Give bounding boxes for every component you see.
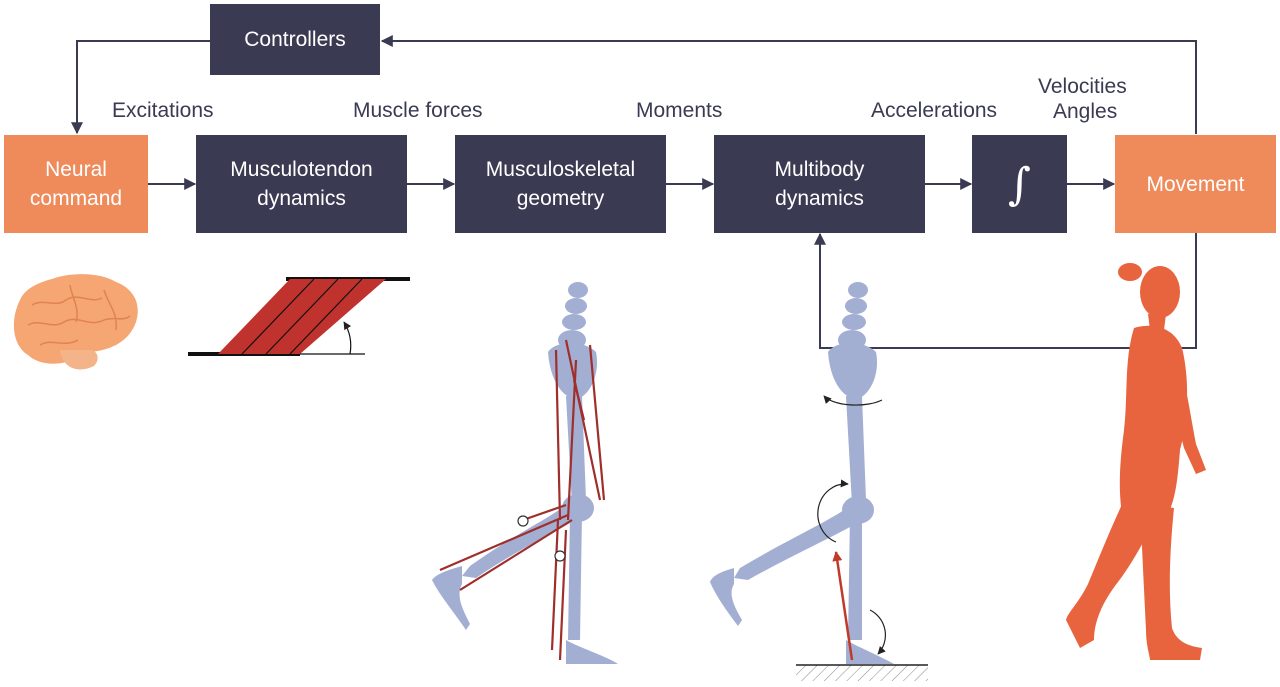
velocities-label: Velocities [1038,75,1127,98]
neural-command-label-line2: command [29,187,123,210]
movement-box: Movement [1115,135,1276,233]
multibody-dynamics-box: Multibody dynamics [714,135,925,233]
flow-arrows [71,35,1197,349]
controllers-box: Controllers [210,4,380,75]
muscle-fiber-icon [188,277,410,356]
accelerations-label: Accelerations [871,99,998,122]
feedback-movement-to-multibody [814,232,1197,349]
musculotendon-label-line2: dynamics [257,187,346,210]
musculoskeletal-geometry-box: Musculoskeletal geometry [455,135,666,233]
feedback-movement-to-controllers [380,35,1197,134]
muscle-forces-label: Muscle forces [353,99,483,122]
musculoskeletal-label-line2: geometry [516,187,605,210]
integral-icon: ∫ [1008,158,1031,210]
excitations-label: Excitations [112,99,214,122]
controllers-label: Controllers [244,28,346,51]
multibody-label-line2: dynamics [775,187,864,210]
integrator-box: ∫ [972,135,1067,233]
moments-label: Moments [636,99,723,122]
angles-label: Angles [1053,100,1118,123]
multibody-label-line1: Multibody [774,158,865,181]
neural-command-label-line1: Neural [45,158,107,181]
musculotendon-dynamics-box: Musculotendon dynamics [196,135,407,233]
musculoskeletal-label-line1: Musculoskeletal [485,158,636,181]
brain-icon [13,274,138,370]
movement-label: Movement [1146,172,1245,196]
walking-person-icon [1066,263,1206,660]
skeleton-muscles-icon [432,282,618,664]
arrow-controllers-to-neural [71,40,210,135]
neural-command-box: Neural command [4,135,148,233]
musculotendon-label-line1: Musculotendon [230,158,373,181]
skeleton-torques-icon [710,282,928,681]
